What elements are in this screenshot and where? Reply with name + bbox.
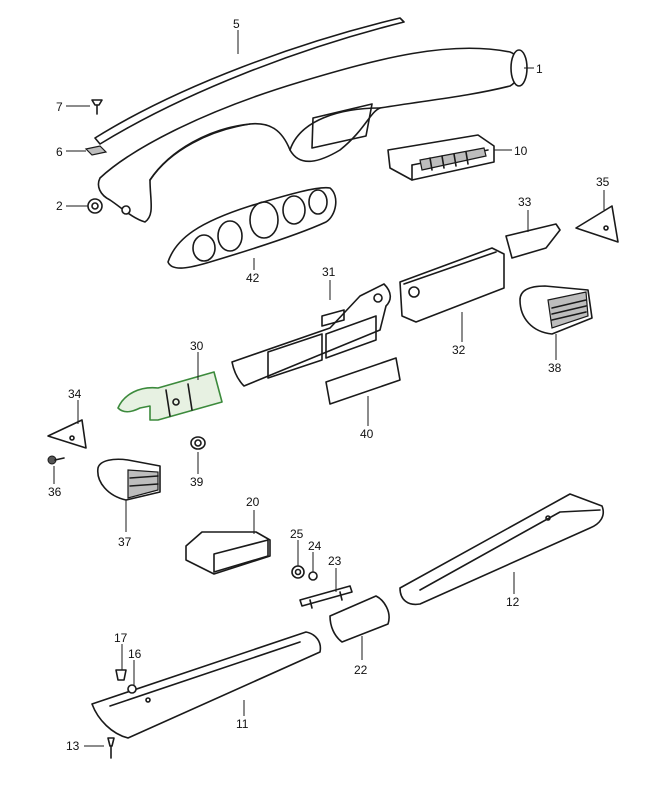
part-10-center-vent[interactable]: [387, 134, 495, 181]
callout-30: 30: [190, 339, 204, 353]
callout-10: 10: [514, 144, 528, 158]
callout-11: 11: [236, 717, 249, 731]
part-1-dashboard-panel[interactable]: [97, 47, 528, 223]
callout-24: 24: [308, 539, 322, 553]
part-40-cover[interactable]: [325, 357, 401, 405]
callout-34: 34: [68, 387, 82, 401]
callout-38: 38: [548, 361, 562, 375]
callout-35: 35: [596, 175, 610, 189]
callout-12: 12: [506, 595, 520, 609]
part-35-corner-cover[interactable]: [575, 205, 619, 243]
callout-36: 36: [48, 485, 62, 499]
part-16-washer[interactable]: [127, 684, 137, 694]
callout-25: 25: [290, 527, 304, 541]
part-6-clip[interactable]: [84, 145, 108, 156]
part-5-trim-strip[interactable]: [94, 17, 405, 145]
part-13-screw[interactable]: [107, 737, 115, 759]
callout-1: 1: [536, 62, 543, 76]
part-12-right-lower-trim[interactable]: [399, 493, 605, 606]
leader-lines: [53, 30, 605, 747]
part-33-trim-panel[interactable]: [505, 223, 561, 259]
part-31-center-trim[interactable]: [231, 283, 392, 387]
part-23-mounting-bracket[interactable]: [299, 585, 353, 609]
part-32-glovebox-lid[interactable]: [399, 247, 505, 323]
callout-5: 5: [233, 17, 240, 31]
callout-37: 37: [118, 535, 132, 549]
part-34-end-cap[interactable]: [47, 419, 87, 449]
callout-31: 31: [322, 265, 336, 279]
part-38-side-vent[interactable]: [519, 285, 593, 335]
callout-42: 42: [246, 271, 260, 285]
part-20-console-bezel[interactable]: [185, 531, 271, 575]
part-22-end-piece[interactable]: [329, 595, 390, 643]
callout-labels: 5 1 7 6 2 10 35 33 42 31 32 38 30 34 40 …: [48, 17, 610, 753]
callout-16: 16: [128, 647, 142, 661]
callout-23: 23: [328, 554, 342, 568]
callout-6: 6: [56, 145, 63, 159]
part-39-grommet[interactable]: [190, 436, 206, 450]
part-7-screw[interactable]: [91, 99, 103, 115]
callout-7: 7: [56, 100, 63, 114]
callout-17: 17: [114, 631, 128, 645]
part-30-bracket[interactable]: [117, 371, 223, 421]
part-42-instrument-cluster-panel[interactable]: [167, 186, 337, 269]
part-2-nut[interactable]: [87, 198, 103, 214]
callout-40: 40: [360, 427, 374, 441]
callout-39: 39: [190, 475, 204, 489]
part-24-washer[interactable]: [308, 571, 318, 581]
callout-33: 33: [518, 195, 532, 209]
callout-20: 20: [246, 495, 260, 509]
part-11-left-lower-trim[interactable]: [91, 631, 322, 739]
part-37-left-vent[interactable]: [97, 458, 161, 501]
part-17-screw[interactable]: [115, 669, 127, 681]
part-36-screw[interactable]: [47, 455, 65, 465]
callout-13: 13: [66, 739, 80, 753]
callout-2: 2: [56, 199, 63, 213]
callout-22: 22: [354, 663, 368, 677]
callout-32: 32: [452, 343, 466, 357]
part-25-nut[interactable]: [291, 565, 305, 579]
